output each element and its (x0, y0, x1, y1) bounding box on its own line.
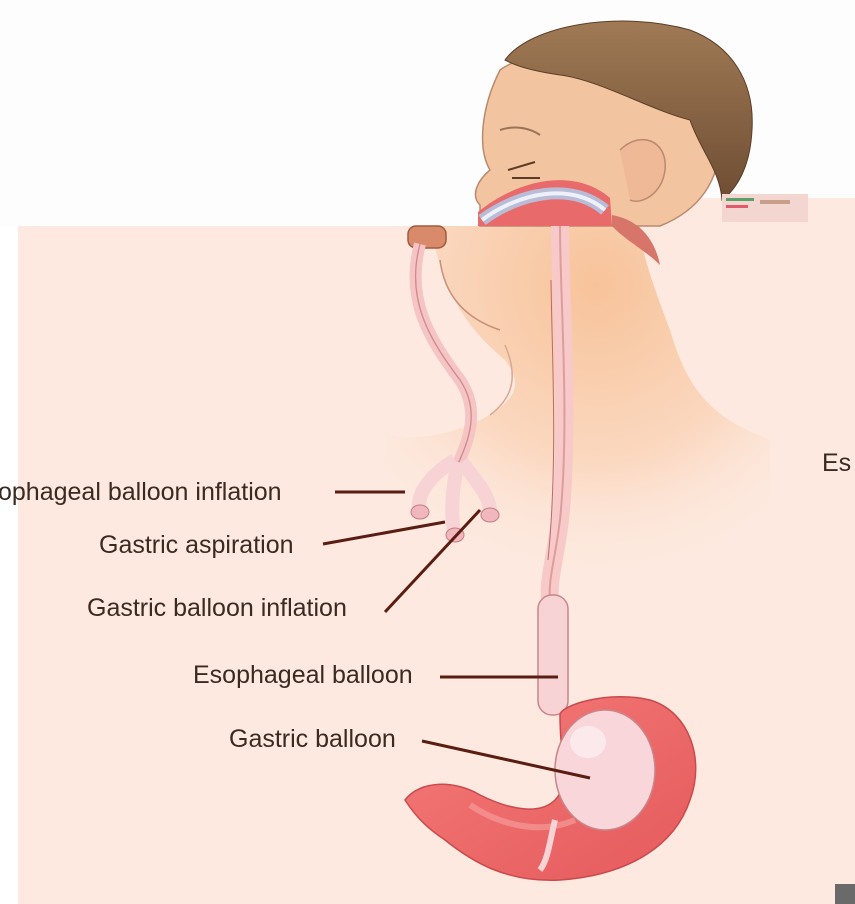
corner-artifact (835, 884, 855, 904)
artifact-bar-2 (726, 205, 748, 208)
artifact-bar-1 (726, 198, 754, 201)
label-gastric-balloon: Gastric balloon (229, 725, 396, 753)
label-gastric-balloon-inflation: Gastric balloon inflation (87, 594, 347, 622)
gastric-balloon-highlight (570, 726, 606, 758)
label-esophageal-balloon-inflation: ophageal balloon inflation (0, 478, 282, 506)
label-cut-off-right: Es (822, 449, 851, 477)
artifact-bar-3 (760, 200, 790, 204)
gastric-balloon (555, 710, 655, 830)
esophageal-balloon (538, 595, 568, 715)
label-esophageal-balloon: Esophageal balloon (193, 661, 413, 689)
label-gastric-aspiration: Gastric aspiration (99, 531, 294, 559)
